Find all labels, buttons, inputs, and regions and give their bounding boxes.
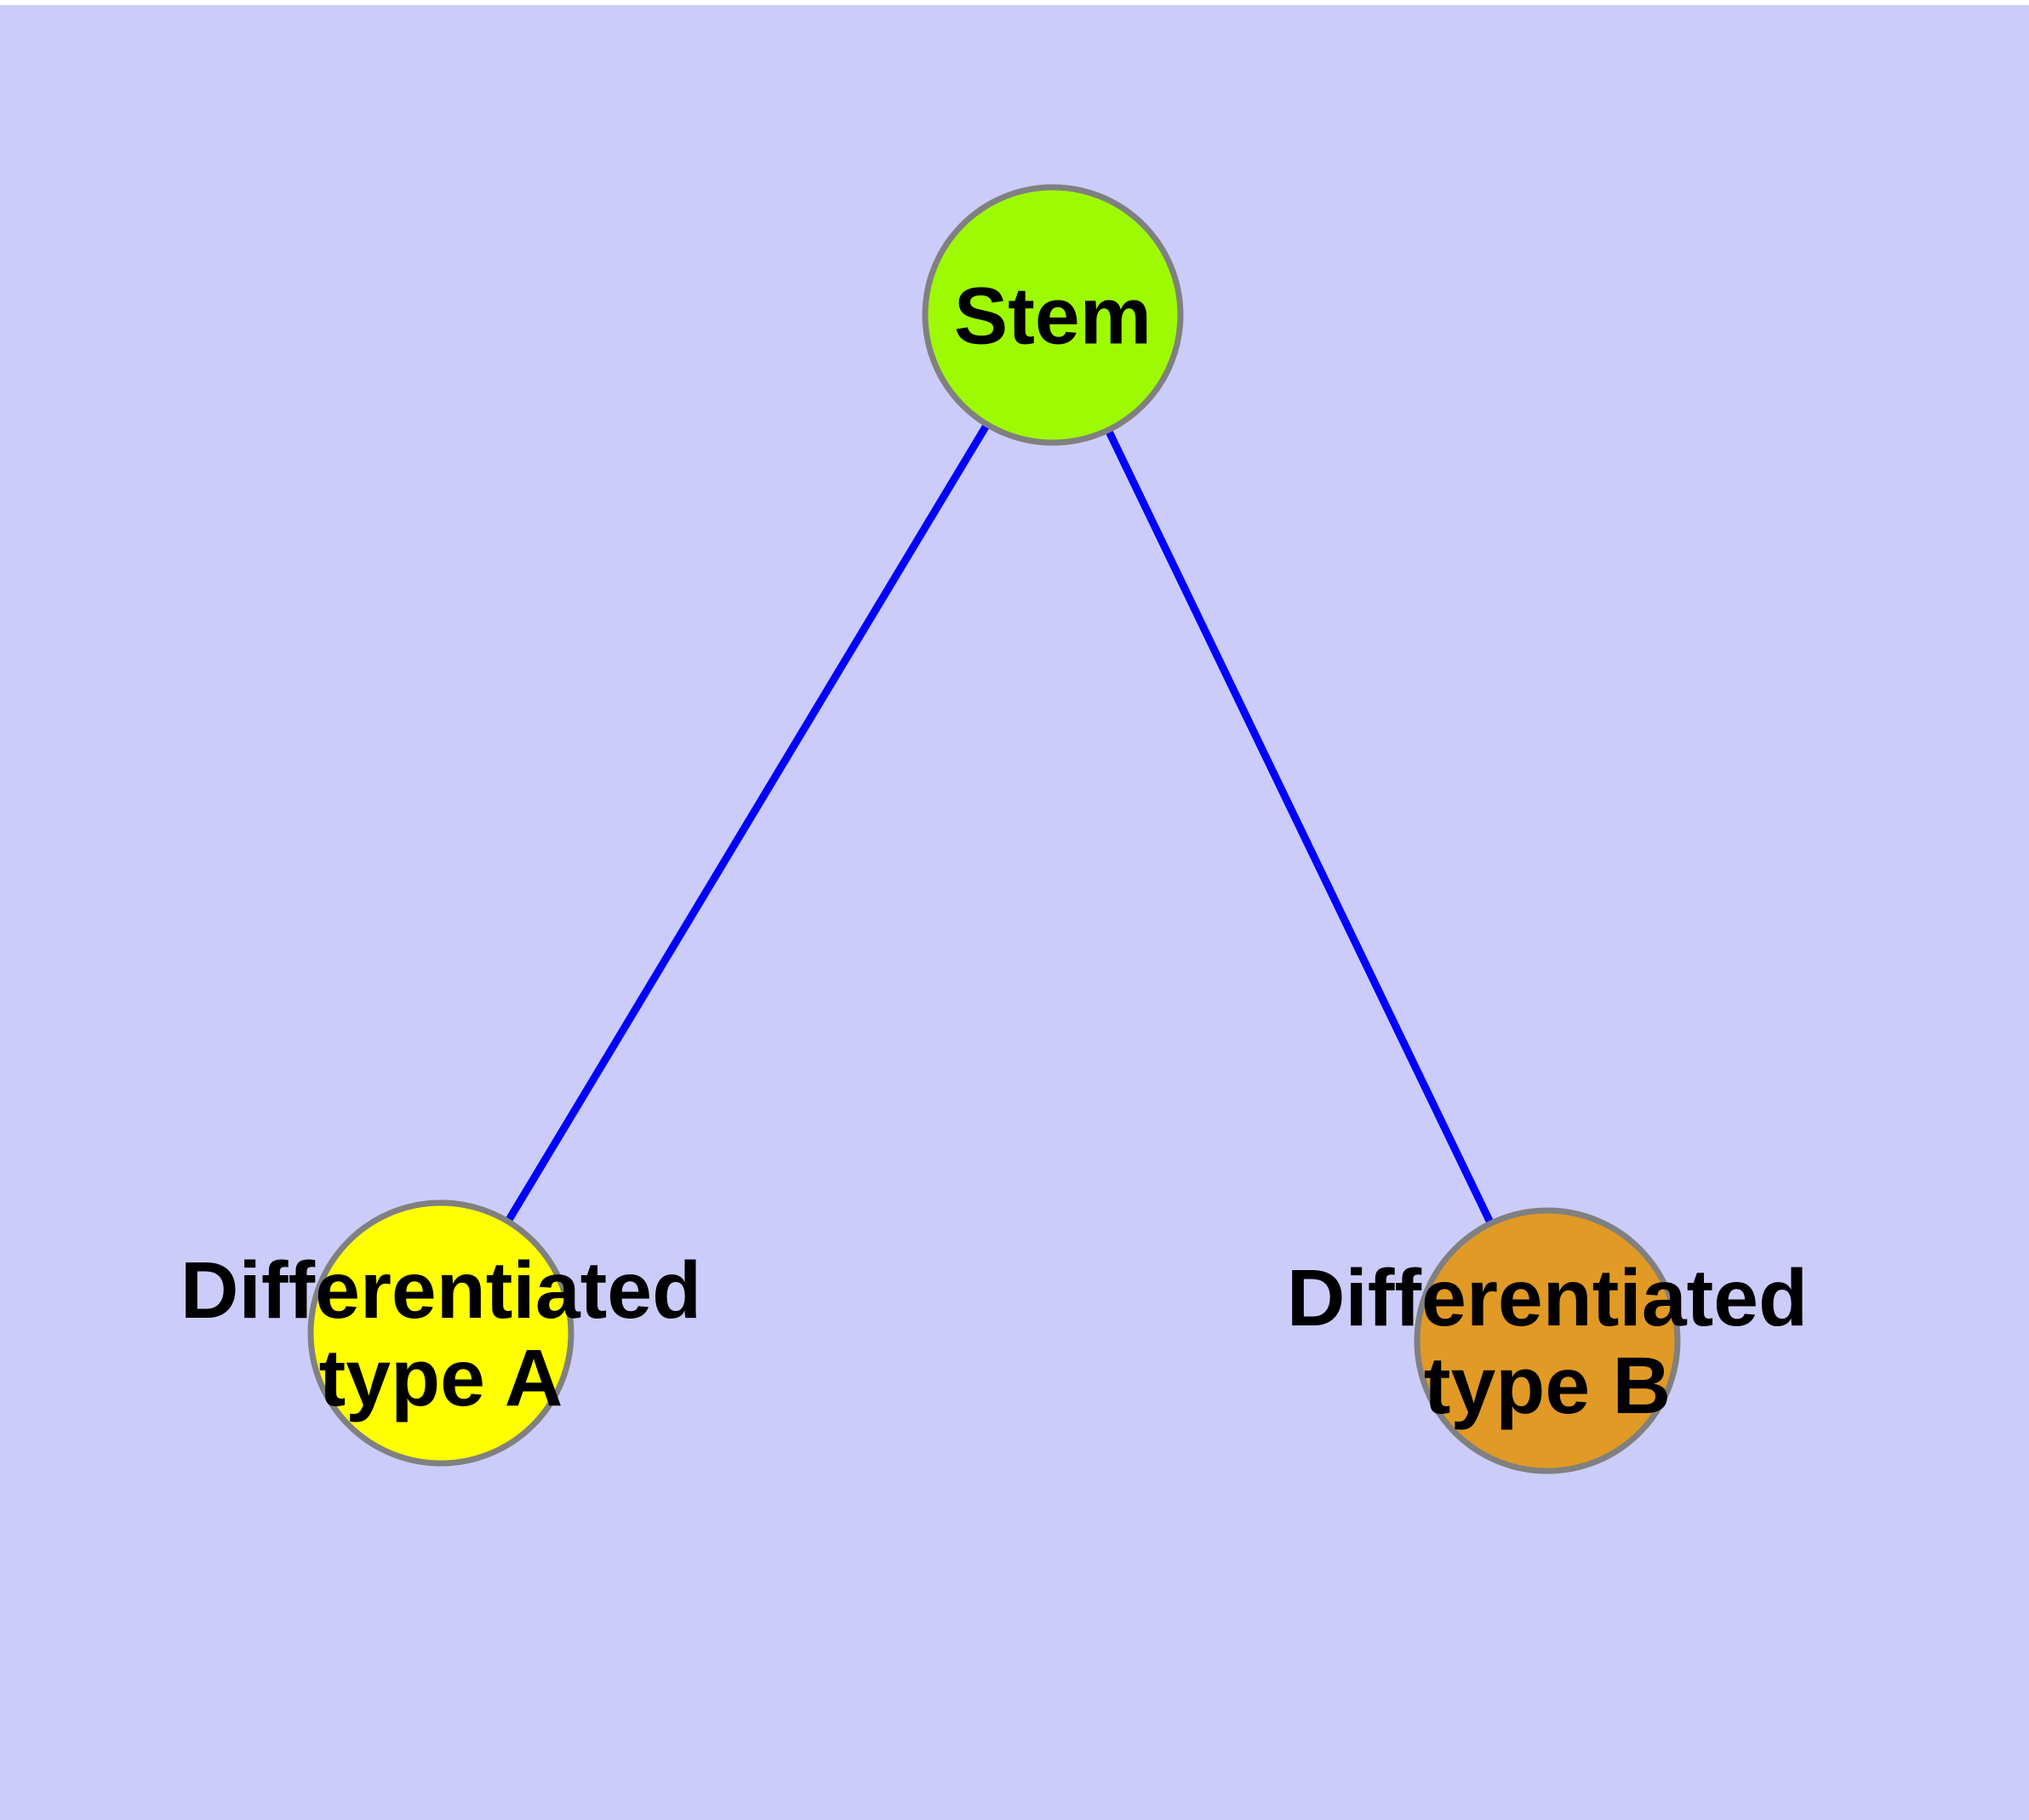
nodes-layer bbox=[307, 184, 1681, 1474]
node-label-line: Differentiated bbox=[1287, 1253, 1808, 1343]
node-label-line: Stem bbox=[954, 271, 1152, 361]
edges-layer bbox=[503, 421, 1495, 1227]
graph-node-diff-a[interactable] bbox=[307, 1199, 574, 1467]
graph-edge[interactable] bbox=[1104, 426, 1495, 1227]
node-label-line: type B bbox=[1424, 1341, 1671, 1431]
graph-node-diff-b[interactable] bbox=[1414, 1207, 1681, 1474]
graph-node-label-stem: Stem bbox=[954, 271, 1152, 361]
node-label-line: type A bbox=[319, 1333, 563, 1423]
node-label-line: Differentiated bbox=[180, 1245, 701, 1336]
graph-node-stem[interactable] bbox=[922, 184, 1184, 446]
graph-edge[interactable] bbox=[503, 421, 992, 1225]
